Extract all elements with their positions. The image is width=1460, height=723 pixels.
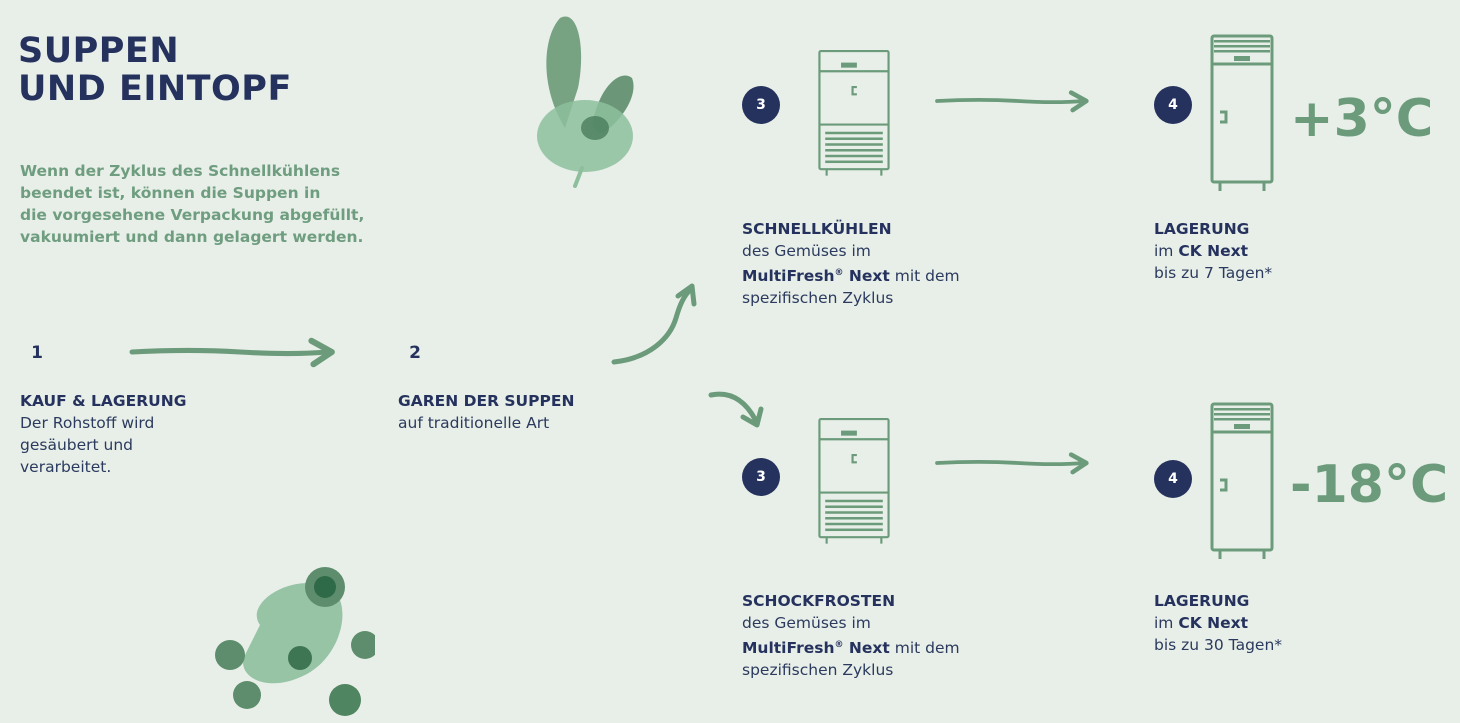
step-3-number: 3: [742, 458, 780, 496]
arrow-3-to-4: [934, 448, 1094, 478]
arrow-3-to-4: [934, 86, 1094, 116]
svg-text:+3°C: +3°C: [1290, 89, 1430, 146]
intro-line: beendet ist, können die Suppen in: [20, 184, 321, 202]
curved-arrow-down-icon: [708, 391, 764, 428]
curved-arrow-up-icon: [611, 283, 697, 365]
step-2-text: GAREN DER SUPPEN auf traditionelle Art: [398, 392, 575, 432]
step-3-heading: SCHOCKFROSTEN: [742, 592, 896, 610]
storage-cabinet-icon: [1210, 402, 1274, 560]
step-2-number: 2: [409, 343, 421, 363]
step-4-text: LAGERUNG im CK Next bis zu 30 Tagen*: [1154, 592, 1283, 654]
page-title: SUPPEN UND EINTOPF: [18, 32, 292, 108]
intro-line: vakuumiert und dann gelagert werden.: [20, 228, 364, 246]
intro-line: die vorgesehene Verpackung abgefüllt,: [20, 206, 365, 224]
step-1-number: 1: [31, 343, 43, 363]
step-4-number: 4: [1154, 460, 1192, 498]
step-2-heading: GAREN DER SUPPEN: [398, 392, 575, 410]
beet-illustration: [537, 16, 634, 188]
storage-cabinet-icon: [1210, 34, 1274, 192]
step-3-heading: SCHNELLKÜHLEN: [742, 220, 892, 238]
temperature-plus-3: +3°C: [1290, 89, 1430, 146]
step-3-number: 3: [742, 86, 780, 124]
step-1-heading: KAUF & LAGERUNG: [20, 392, 187, 410]
temperature-minus-18: -18°C: [1290, 455, 1448, 512]
blast-chiller-icon: [818, 34, 890, 192]
arrow-1-to-2: [128, 336, 342, 368]
eggplant-illustration: [215, 567, 375, 716]
step-4-heading: LAGERUNG: [1154, 592, 1250, 610]
step-4-text: LAGERUNG im CK Next bis zu 7 Tagen*: [1154, 220, 1273, 282]
step-1-text: KAUF & LAGERUNG Der Rohstoff wird gesäub…: [20, 392, 187, 476]
intro-line: Wenn der Zyklus des Schnellkühlens: [20, 162, 341, 180]
title-line-1: SUPPEN: [18, 31, 180, 71]
step-4-heading: LAGERUNG: [1154, 220, 1250, 238]
step-3-text: SCHOCKFROSTEN des Gemüses im MultiFresh®…: [742, 592, 960, 680]
step-3-text: SCHNELLKÜHLEN des Gemüses im MultiFresh®…: [742, 220, 960, 308]
intro-text: Wenn der Zyklus des Schnellkühlens beend…: [20, 160, 400, 248]
blast-chiller-icon: [818, 402, 890, 560]
svg-text:-18°C: -18°C: [1290, 455, 1448, 512]
title-line-2: UND EINTOPF: [18, 69, 292, 109]
step-4-number: 4: [1154, 86, 1192, 124]
